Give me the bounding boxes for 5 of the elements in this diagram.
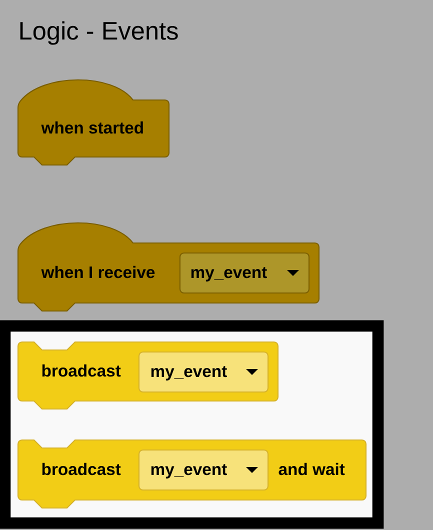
dropdown-field: my_event bbox=[138, 351, 269, 393]
title: Logic - Events bbox=[20, 21, 178, 45]
dropdown-field: my_event bbox=[179, 252, 310, 294]
dropdown-field: my_event bbox=[138, 449, 269, 491]
hat-block: when started bbox=[17, 79, 170, 166]
